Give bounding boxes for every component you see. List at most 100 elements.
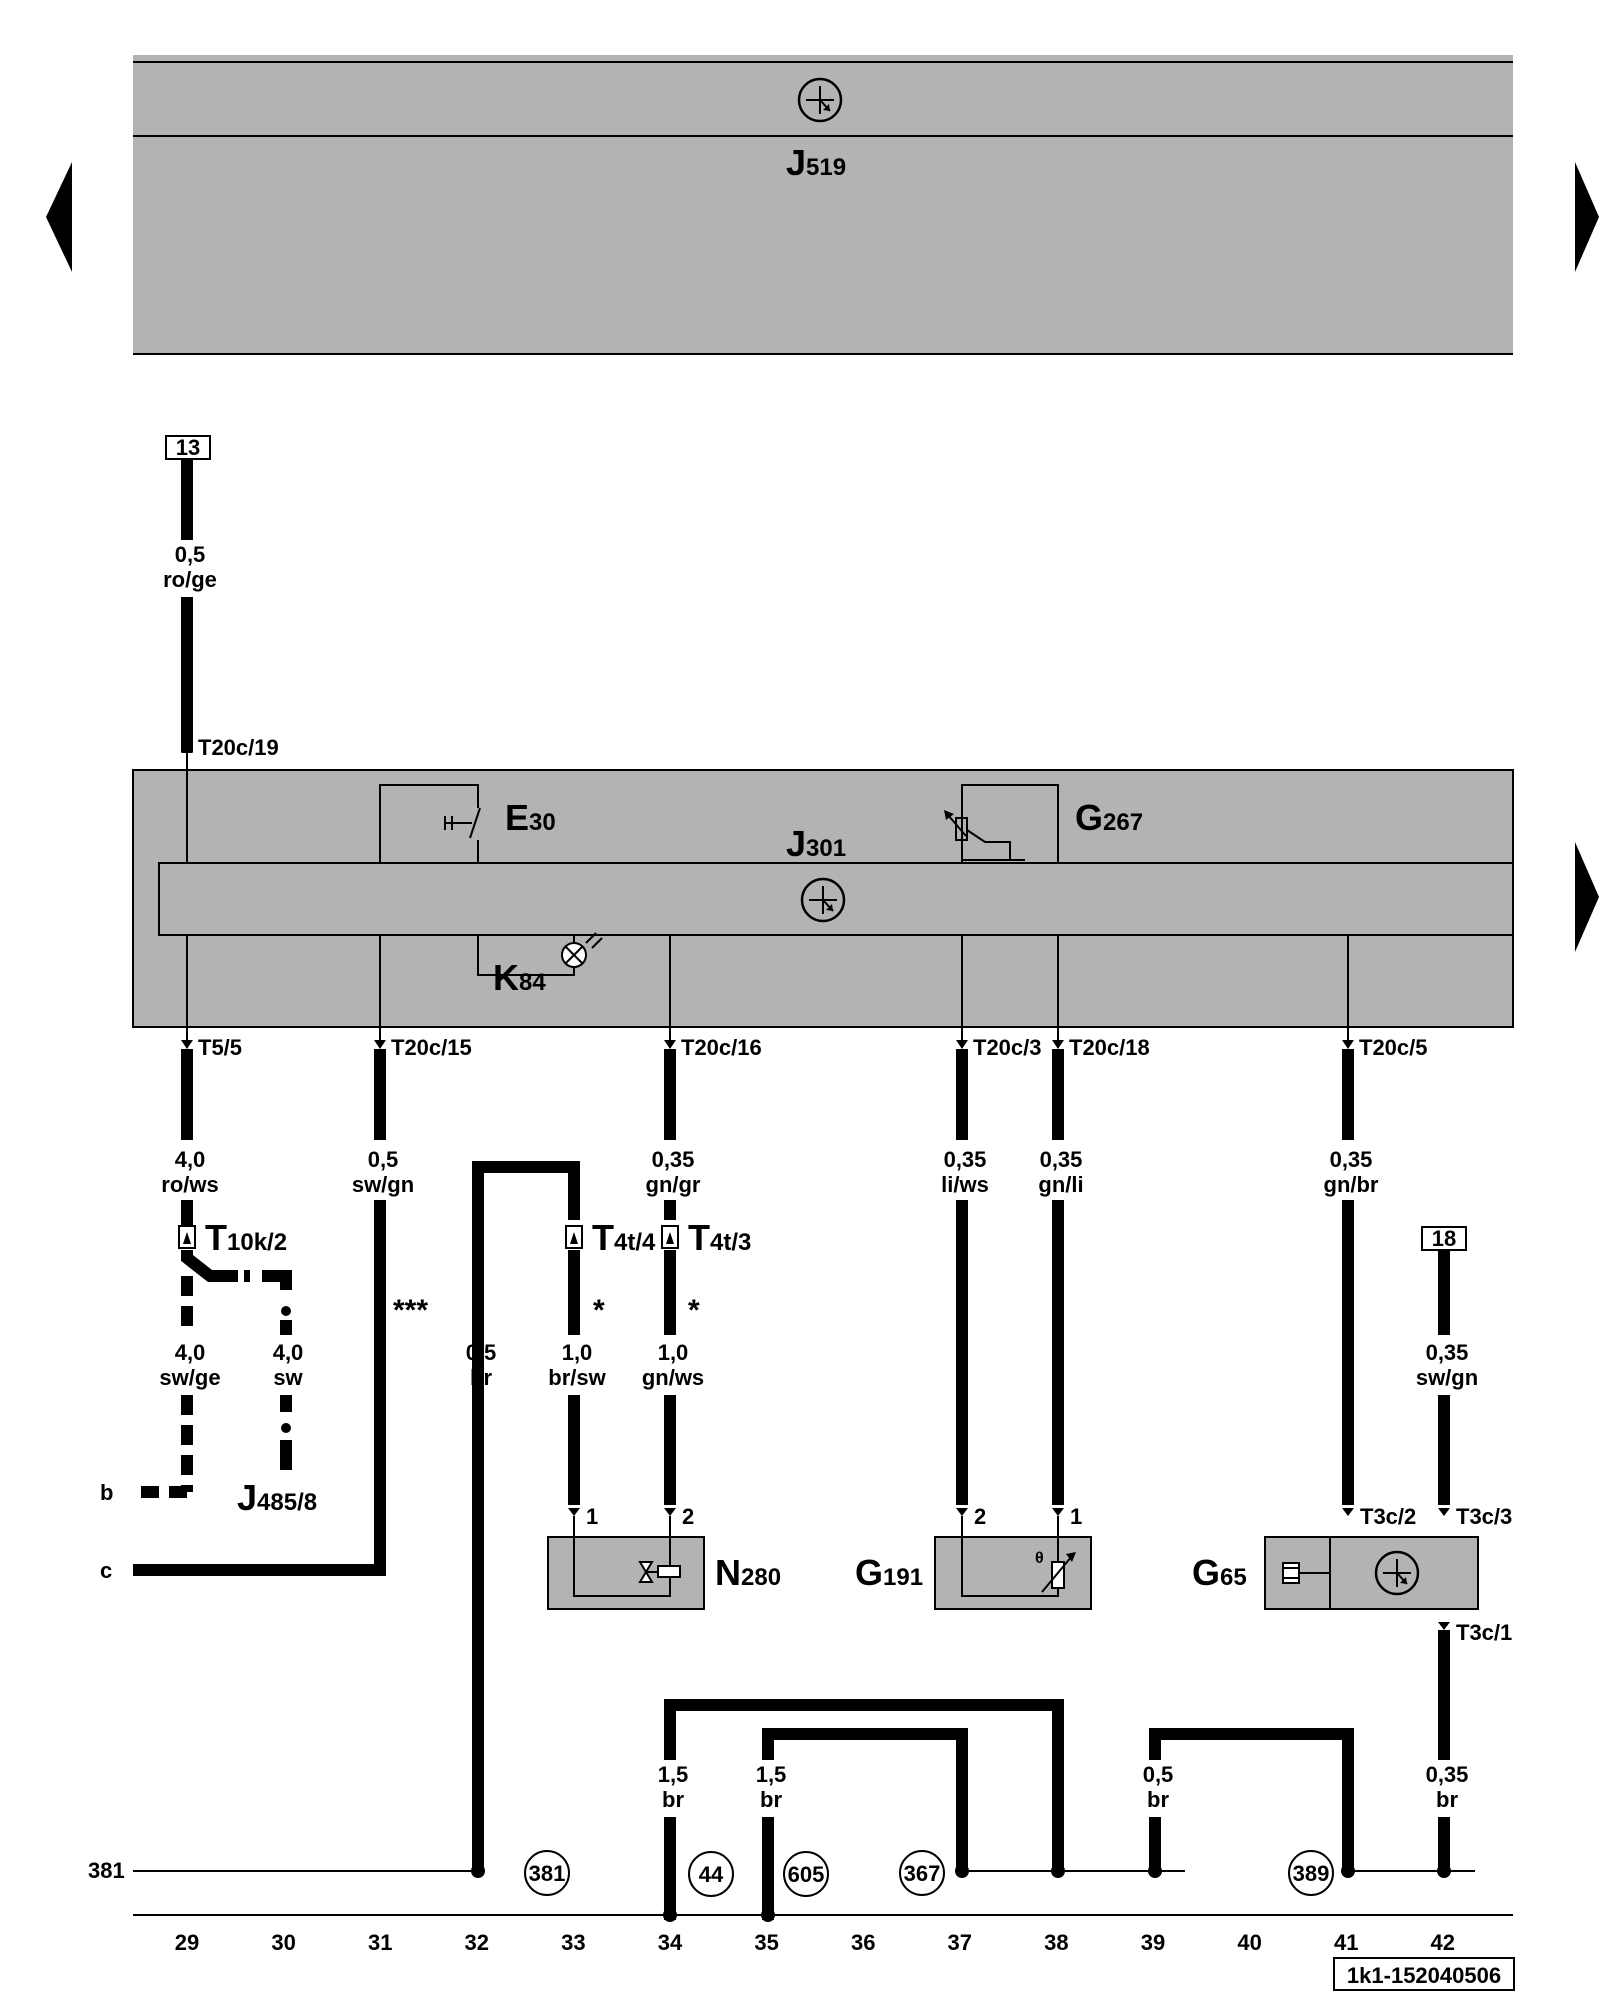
- g191-label: G191: [855, 1552, 923, 1593]
- g65-component: T3c/2 T3c/3 G65 T3c/1: [1192, 1504, 1512, 1645]
- wire-color: br: [1147, 1787, 1169, 1812]
- connector-t20c-19: T20c/19: [198, 735, 279, 760]
- j519-control-unit: J519: [133, 55, 1513, 355]
- svg-text:T3c/1: T3c/1: [1456, 1620, 1512, 1645]
- electronic-unit-icon: [800, 877, 846, 923]
- wire-color: gn/gr: [646, 1172, 701, 1197]
- svg-text:T20c/3: T20c/3: [973, 1035, 1042, 1060]
- t4t4-label: T4t/4: [592, 1217, 656, 1258]
- wire-size: 0,35: [1426, 1340, 1469, 1365]
- n280-component: 1 2 N280: [547, 1504, 781, 1610]
- wire-size: 4,0: [175, 1340, 206, 1365]
- svg-text:T5/5: T5/5: [198, 1035, 242, 1060]
- ground-points: 381 44 605 367 389: [524, 1850, 1334, 1897]
- column-number: 41: [1334, 1930, 1358, 1955]
- t4t3-label: T4t/3: [688, 1217, 751, 1258]
- svg-text:367: 367: [904, 1861, 941, 1886]
- column-number: 29: [175, 1930, 199, 1955]
- j301-label: J301: [786, 823, 846, 864]
- column-number: 31: [368, 1930, 392, 1955]
- end-b: b: [100, 1480, 113, 1505]
- wire-color: gn/li: [1038, 1172, 1083, 1197]
- ref-18: 18: [1432, 1226, 1456, 1251]
- column-number: 33: [561, 1930, 585, 1955]
- j519-label: J519: [786, 142, 846, 183]
- svg-text:T20c/5: T20c/5: [1359, 1035, 1428, 1060]
- svg-text:44: 44: [699, 1862, 724, 1887]
- svg-text:T3c/3: T3c/3: [1456, 1504, 1512, 1529]
- note-stars: ***: [393, 1294, 428, 1327]
- wire-color: ro/ws: [161, 1172, 218, 1197]
- g267-label: G267: [1075, 797, 1143, 838]
- wire-color: sw: [273, 1365, 303, 1390]
- wire-size: 4,0: [273, 1340, 304, 1365]
- wire-size: 0,35: [1040, 1147, 1083, 1172]
- wire-color: sw/gn: [352, 1172, 414, 1197]
- column-number: 42: [1431, 1930, 1455, 1955]
- wire-color: li/ws: [941, 1172, 989, 1197]
- prev-page-arrow[interactable]: [46, 162, 72, 272]
- svg-text:389: 389: [1293, 1861, 1330, 1886]
- column-number: 36: [851, 1930, 875, 1955]
- wire-size: 0,5: [368, 1147, 399, 1172]
- svg-text:381: 381: [529, 1861, 566, 1886]
- wire-color: br/sw: [548, 1365, 606, 1390]
- n280-label: N280: [715, 1552, 781, 1593]
- j301-connectors: T5/5 T20c/15 T20c/16 T20c/3 T20c/18 T20c…: [181, 1035, 1428, 1060]
- wire-color: gn/br: [1324, 1172, 1379, 1197]
- column-number: 30: [271, 1930, 295, 1955]
- column-number: 32: [465, 1930, 489, 1955]
- wire-size: 0,5: [466, 1340, 497, 1365]
- wire-color: br: [662, 1787, 684, 1812]
- wire-size: 0,5: [175, 542, 206, 567]
- svg-text:T20c/18: T20c/18: [1069, 1035, 1150, 1060]
- svg-text:T20c/16: T20c/16: [681, 1035, 762, 1060]
- wire-color: ro/ge: [163, 567, 217, 592]
- wire-color: br: [1436, 1787, 1458, 1812]
- wire-size: 0,35: [1330, 1147, 1373, 1172]
- wire-color: br: [760, 1787, 782, 1812]
- g65-label: G65: [1192, 1552, 1247, 1593]
- next-section-arrow[interactable]: [1575, 842, 1599, 952]
- svg-text:T20c/15: T20c/15: [391, 1035, 472, 1060]
- j485-label: J485/8: [237, 1477, 317, 1518]
- column-number: 40: [1237, 1930, 1261, 1955]
- wire-color: sw/ge: [159, 1365, 220, 1390]
- wire-color: gn/ws: [642, 1365, 704, 1390]
- note-star: *: [688, 1294, 700, 1327]
- column-number: 37: [948, 1930, 972, 1955]
- end-c: c: [100, 1558, 112, 1583]
- note-star: *: [593, 1294, 605, 1327]
- wire-size: 0,35: [1426, 1762, 1469, 1787]
- wire-size: 0,35: [652, 1147, 695, 1172]
- svg-text:T3c/2: T3c/2: [1360, 1504, 1416, 1529]
- e30-label: E30: [505, 797, 556, 838]
- svg-text:1: 1: [1070, 1504, 1082, 1529]
- k84-label: K84: [493, 957, 546, 998]
- ground-381-label: 381: [88, 1858, 125, 1883]
- wire-size: 0,35: [944, 1147, 987, 1172]
- svg-text:2: 2: [682, 1504, 694, 1529]
- column-number: 35: [754, 1930, 778, 1955]
- svg-text:θ: θ: [1035, 1550, 1044, 1567]
- svg-text:1: 1: [586, 1504, 598, 1529]
- electronic-unit-icon: [797, 77, 843, 123]
- next-page-arrow[interactable]: [1575, 162, 1599, 272]
- wire-size: 1,5: [756, 1762, 787, 1787]
- t10k-label: T10k/2: [205, 1217, 287, 1258]
- wire-size: 4,0: [175, 1147, 206, 1172]
- svg-text:2: 2: [974, 1504, 986, 1529]
- wire-size: 1,0: [562, 1340, 593, 1365]
- wire-size: 1,0: [658, 1340, 689, 1365]
- wire-color: sw/gn: [1416, 1365, 1478, 1390]
- wire-size: 0,5: [1143, 1762, 1174, 1787]
- j301-control-unit: J301 E30 G267 K84: [132, 752, 1514, 1040]
- g191-component: 2 1 θ G191: [855, 1504, 1092, 1610]
- diagram-code: 1k1-152040506: [1347, 1963, 1501, 1988]
- wire-color: br: [470, 1365, 492, 1390]
- svg-text:605: 605: [788, 1862, 825, 1887]
- column-number: 38: [1044, 1930, 1068, 1955]
- column-number: 34: [658, 1930, 683, 1955]
